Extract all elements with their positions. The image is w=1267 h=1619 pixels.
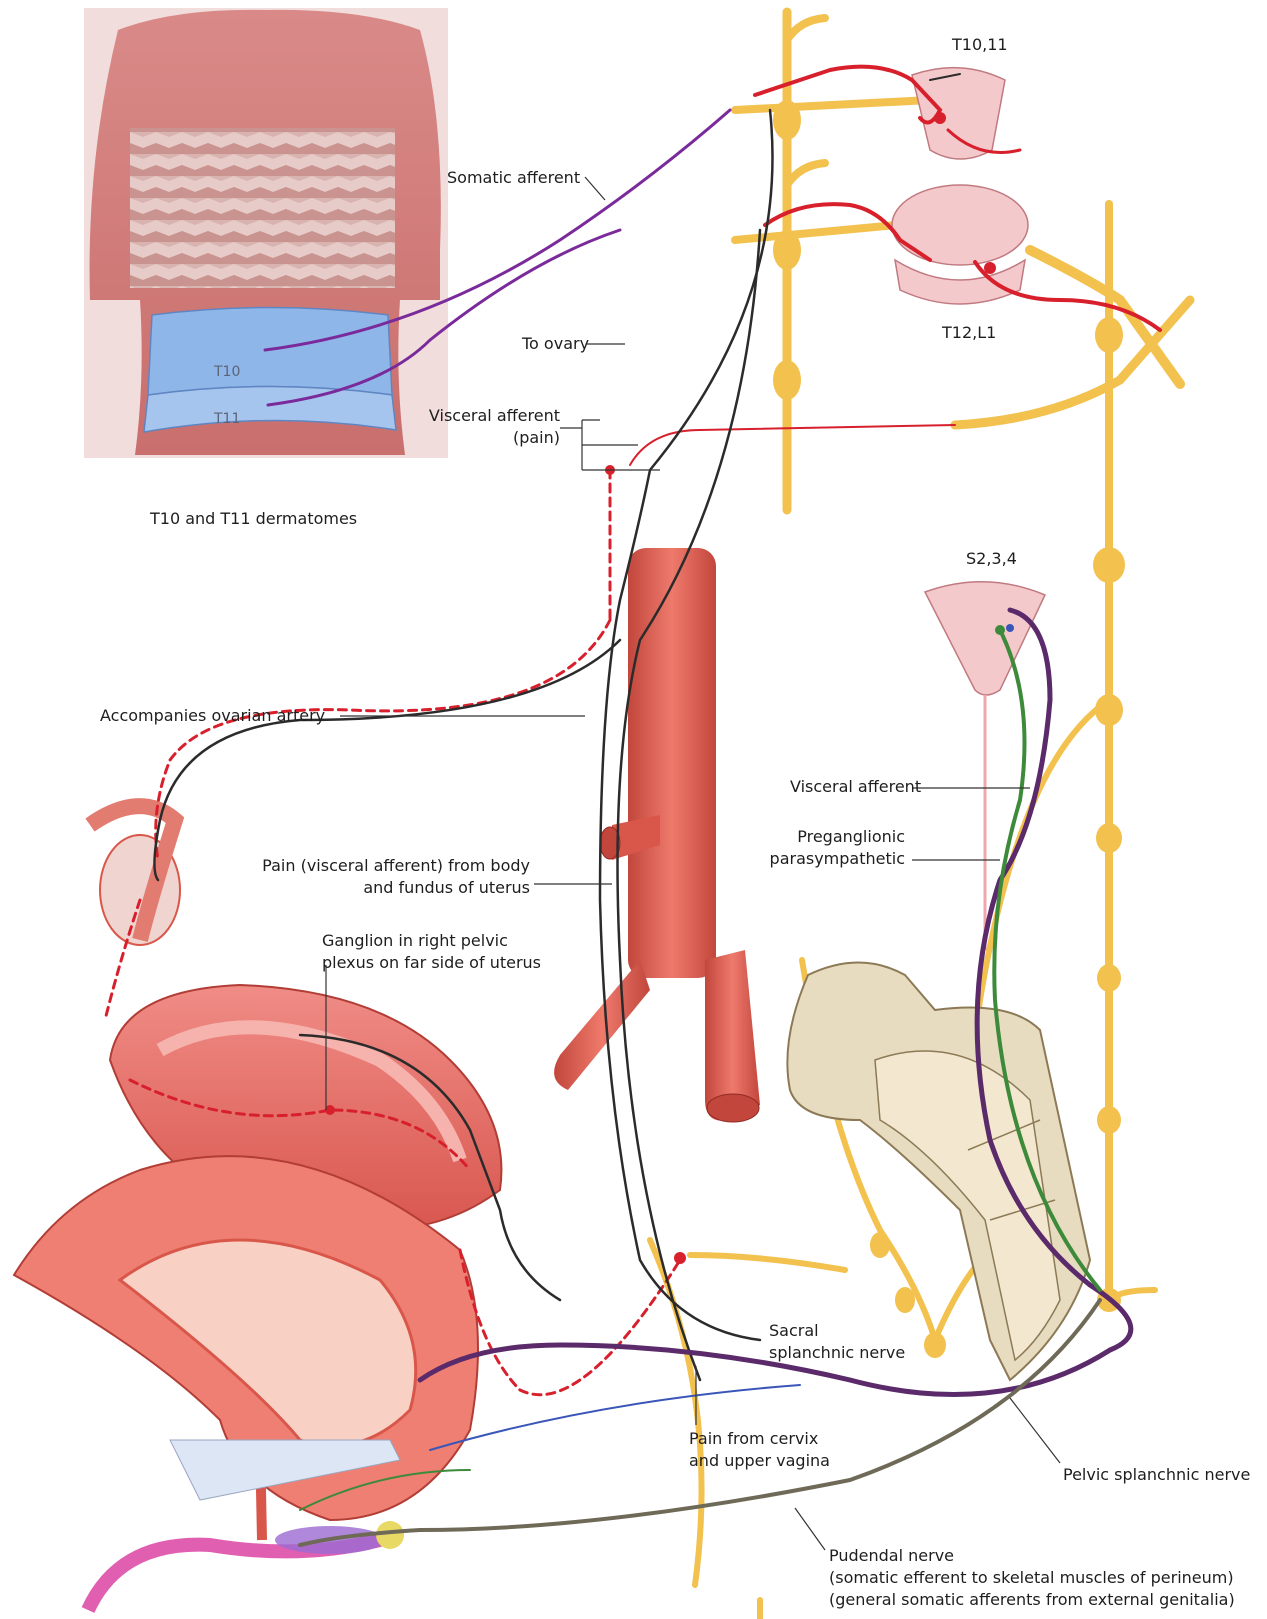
dermatomes-caption: T10 and T11 dermatomes	[150, 508, 357, 530]
visceral-afferent-pain-line-1: Visceral afferent	[420, 405, 560, 427]
accompanies-ovarian-artery-label: Accompanies ovarian artery	[100, 705, 325, 727]
preganglionic-parasympathetic-line-1: Preganglionic	[760, 826, 905, 848]
torso-illustration	[84, 8, 448, 458]
pudendal-nerve-line-3: (general somatic afferents from external…	[829, 1589, 1235, 1611]
sacrum	[787, 963, 1090, 1381]
pelvic-organs	[14, 806, 501, 1610]
spinal-cord-segments	[892, 68, 1045, 950]
t11-band-label: T11	[214, 408, 240, 430]
to-ovary-label: To ovary	[522, 333, 589, 355]
t12-l1-segment-label: T12,L1	[942, 322, 996, 344]
pudendal-nerve-label: Pudendal nerve (somatic efferent to skel…	[829, 1545, 1235, 1611]
pudendal-nerve-line-1: Pudendal nerve	[829, 1545, 1235, 1567]
visceral-afferent-pain-line-2: (pain)	[420, 427, 560, 449]
preganglionic-parasympathetic-label: Preganglionic parasympathetic	[760, 826, 905, 870]
aorta	[554, 548, 760, 1122]
ganglion-pelvic-plexus-line-1: Ganglion in right pelvic	[322, 930, 541, 952]
visceral-afferent-pain-label: Visceral afferent (pain)	[420, 405, 560, 449]
pain-body-fundus-line-2: and fundus of uterus	[230, 877, 530, 899]
t10-11-segment-label: T10,11	[952, 34, 1008, 56]
sacral-splanchnic-nerve-line-2: splanchnic nerve	[769, 1342, 905, 1364]
t10-band-label: T10	[214, 361, 240, 383]
ganglion-pelvic-plexus-line-2: plexus on far side of uterus	[322, 952, 541, 974]
visceral-afferent-label: Visceral afferent	[790, 776, 921, 798]
pain-cervix-vagina-line-2: and upper vagina	[689, 1450, 830, 1472]
pelvic-splanchnic-nerve-label: Pelvic splanchnic nerve	[1063, 1464, 1250, 1486]
pain-body-fundus-label: Pain (visceral afferent) from body and f…	[230, 855, 530, 899]
pudendal-nerve-line-2: (somatic efferent to skeletal muscles of…	[829, 1567, 1235, 1589]
ganglion-pelvic-plexus-label: Ganglion in right pelvic plexus on far s…	[322, 930, 541, 974]
preganglionic-parasympathetic-line-2: parasympathetic	[760, 848, 905, 870]
somatic-afferent-label: Somatic afferent	[447, 167, 580, 189]
s234-segment-label: S2,3,4	[966, 548, 1017, 570]
pain-body-fundus-line-1: Pain (visceral afferent) from body	[230, 855, 530, 877]
pain-cervix-vagina-label: Pain from cervix and upper vagina	[689, 1428, 830, 1472]
sacral-splanchnic-nerve-label: Sacral splanchnic nerve	[769, 1320, 905, 1364]
pain-cervix-vagina-line-1: Pain from cervix	[689, 1428, 830, 1450]
sacral-splanchnic-nerve-line-1: Sacral	[769, 1320, 905, 1342]
